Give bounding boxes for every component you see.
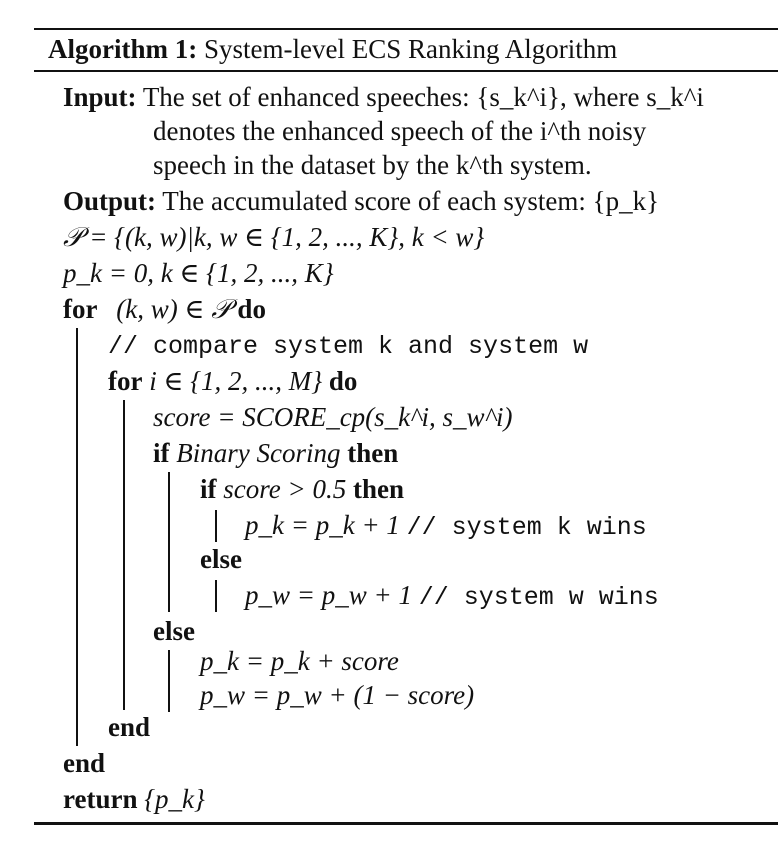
win-k-line: p_k = p_k + 1 // system k wins	[245, 508, 647, 545]
input-line-2: denotes the enhanced speech of the i^th …	[153, 116, 647, 146]
then-inner-keyword: then	[352, 474, 404, 504]
input-line-3: speech in the dataset by the k^th system…	[153, 150, 592, 180]
algorithm-name: System-level ECS Ranking Algorithm	[203, 34, 618, 64]
outer-for-keyword: for	[63, 294, 98, 324]
output-text: The accumulated score of each system: {p…	[162, 186, 660, 216]
outer-do-keyword: do	[237, 294, 266, 324]
pair-set-definition: 𝒫 = {(k, w)|k, w ∈ {1, 2, ..., K}, k < w…	[63, 222, 485, 252]
if-score-line: if score > 0.5 then	[200, 472, 404, 506]
compare-comment: // compare system k and system w	[108, 332, 589, 361]
inner-for-expression: i ∈ {1, 2, ..., M}	[149, 366, 323, 396]
bottom-rule	[34, 822, 778, 825]
soft-score-w: p_w = p_w + (1 − score)	[200, 680, 475, 710]
return-line: return {p_k}	[63, 782, 205, 816]
return-keyword: return	[63, 784, 138, 814]
score-initialization: p_k = 0, k ∈ {1, 2, ..., K}	[63, 258, 334, 288]
win-k-assignment: p_k = p_k + 1	[245, 510, 400, 540]
win-k-block-bar	[215, 510, 217, 542]
caption-rule	[34, 70, 778, 72]
win-w-assignment: p_w = p_w + 1	[245, 580, 412, 610]
soft-score-k: p_k = p_k + score	[200, 646, 399, 676]
else-keyword: else	[153, 616, 195, 646]
end-outer-keyword: end	[63, 748, 106, 778]
win-w-block-bar	[215, 580, 217, 612]
outer-for-expression: (k, w) ∈ 𝒫	[116, 294, 231, 324]
inner-for-keyword: for	[108, 366, 143, 396]
win-w-comment: // system w wins	[418, 583, 659, 612]
score-assignment: score = SCORE_cp(s_k^i, s_w^i)	[153, 402, 513, 432]
output-keyword: Output:	[63, 186, 157, 216]
win-w-line: p_w = p_w + 1 // system w wins	[245, 578, 659, 615]
if-condition: Binary Scoring	[176, 438, 341, 468]
input-keyword: Input:	[63, 82, 137, 112]
then-keyword: then	[347, 438, 399, 468]
end-inner-keyword: end	[108, 712, 151, 742]
output-line: Output: The accumulated score of each sy…	[63, 184, 659, 218]
top-rule	[34, 28, 778, 30]
inner-do-keyword: do	[328, 366, 358, 396]
input-text-1: The set of enhanced speeches: {s_k^i}, w…	[142, 82, 704, 112]
if-inner-condition: score > 0.5	[223, 474, 347, 504]
if-inner-keyword: if	[200, 474, 217, 504]
else-inner-keyword: else	[200, 544, 242, 574]
if-binary-block-bar	[168, 472, 170, 612]
if-binary-line: if Binary Scoring then	[153, 436, 398, 470]
input-line-1: Input: The set of enhanced speeches: {s_…	[63, 80, 704, 114]
win-k-comment: // system k wins	[406, 513, 647, 542]
algorithm-caption: Algorithm 1: System-level ECS Ranking Al…	[48, 31, 617, 67]
outer-for-line: for (k, w) ∈ 𝒫 do	[63, 292, 266, 326]
return-expression: {p_k}	[144, 784, 205, 814]
inner-for-line: for i ∈ {1, 2, ..., M} do	[108, 364, 357, 398]
inner-for-block-bar	[123, 400, 125, 710]
algorithm-label: Algorithm 1:	[48, 34, 198, 64]
outer-for-block-bar	[76, 328, 78, 746]
else-block-bar	[168, 650, 170, 712]
if-keyword: if	[153, 438, 170, 468]
